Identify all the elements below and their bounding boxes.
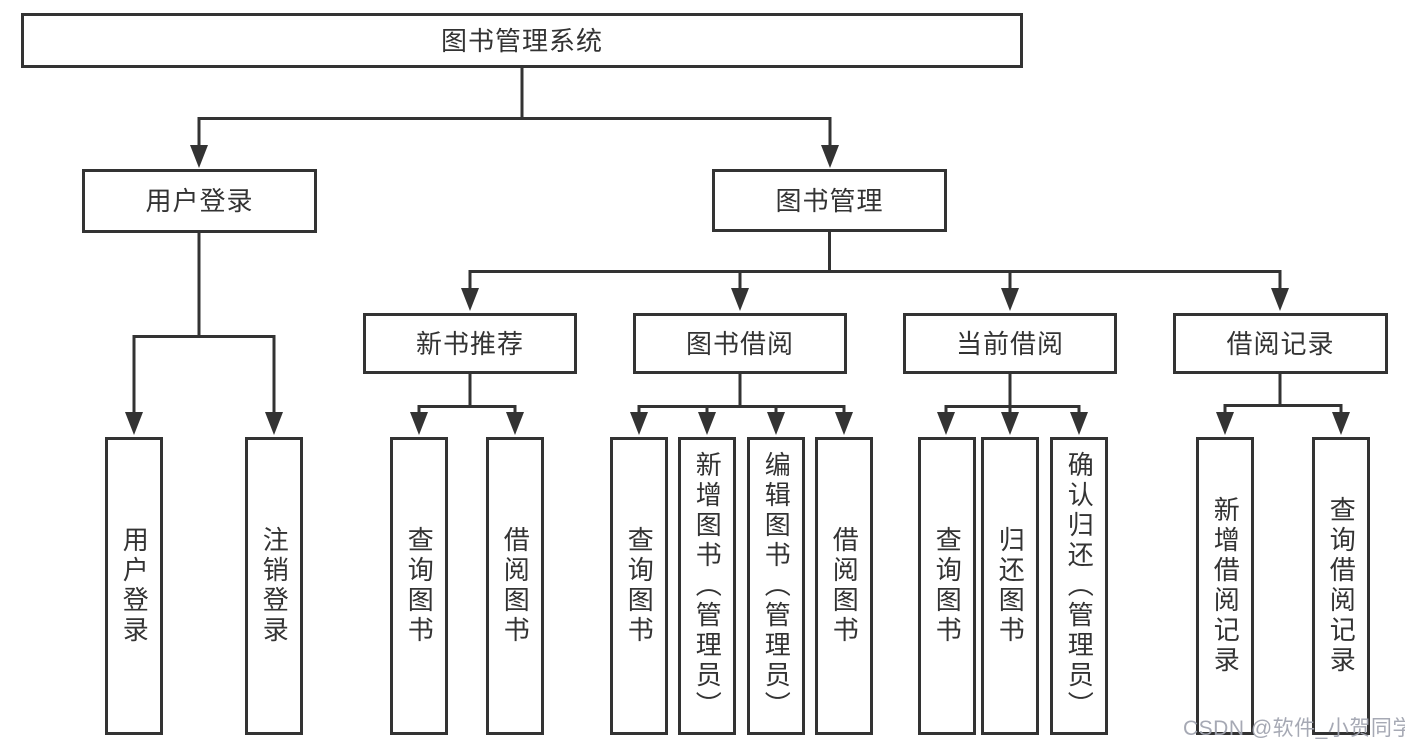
arrowhead <box>265 412 283 435</box>
leaf-borrow-book-recommend-label: 借阅图书 <box>500 526 531 646</box>
arrowhead <box>937 412 955 435</box>
leaf-add-borrow-record-label: 新增借阅记录 <box>1210 496 1241 676</box>
arrowhead <box>461 288 479 311</box>
arrowhead <box>835 412 853 435</box>
arrowhead <box>767 412 785 435</box>
leaf-user-login-label: 用户登录 <box>119 526 150 646</box>
arrowhead <box>630 412 648 435</box>
connector-book-mgmt-to-level3 <box>468 231 1282 292</box>
connector-borrow-records-to-leaves <box>1223 373 1343 415</box>
arrowhead <box>1070 412 1088 435</box>
node-user-login: 用户登录 <box>82 169 317 233</box>
arrowhead <box>506 412 524 435</box>
node-book-management: 图书管理 <box>712 169 947 232</box>
arrowhead <box>1332 412 1350 435</box>
leaf-confirm-return-admin-label: 确认归还（管理员） <box>1064 451 1095 721</box>
watermark: CSDN @软件_小贺同学 <box>1183 717 1405 740</box>
arrowhead <box>410 412 428 435</box>
node-root-label: 图书管理系统 <box>440 25 603 56</box>
leaf-borrow-book-recommend: 借阅图书 <box>486 437 544 735</box>
arrowhead <box>698 412 716 435</box>
arrowhead <box>1271 288 1289 311</box>
arrowhead <box>125 412 143 435</box>
leaf-edit-book-admin: 编辑图书（管理员） <box>747 437 805 735</box>
leaf-add-book-admin-label: 新增图书（管理员） <box>692 451 723 721</box>
leaf-add-book-admin: 新增图书（管理员） <box>678 437 736 735</box>
node-borrow-records: 借阅记录 <box>1173 313 1388 374</box>
leaf-query-borrow-record: 查询借阅记录 <box>1312 437 1370 735</box>
leaf-borrow-book: 借阅图书 <box>815 437 873 735</box>
node-book-borrow-label: 图书借阅 <box>685 328 794 359</box>
leaf-query-book-recommend: 查询图书 <box>390 437 448 735</box>
arrowhead <box>731 288 749 311</box>
leaf-query-book-recommend-label: 查询图书 <box>404 526 435 646</box>
leaf-query-borrow-record-label: 查询借阅记录 <box>1326 496 1357 676</box>
node-current-borrow-label: 当前借阅 <box>955 328 1064 359</box>
node-new-book-recommend-label: 新书推荐 <box>415 328 524 359</box>
leaf-confirm-return-admin: 确认归还（管理员） <box>1050 437 1108 735</box>
node-book-borrow: 图书借阅 <box>633 313 847 374</box>
leaf-edit-book-admin-label: 编辑图书（管理员） <box>761 451 792 721</box>
connector-user-login-to-leaves <box>132 232 276 415</box>
connector-book-borrow-to-leaves <box>637 373 846 415</box>
leaf-borrow-book-label: 借阅图书 <box>829 526 860 646</box>
connector-root-to-level2 <box>197 66 832 148</box>
arrowhead <box>1001 412 1019 435</box>
connector-current-borrow-to-leaves <box>944 373 1081 415</box>
leaf-logout: 注销登录 <box>245 437 303 735</box>
leaf-logout-label: 注销登录 <box>259 526 290 646</box>
leaf-query-book-current-label: 查询图书 <box>932 526 963 646</box>
node-root: 图书管理系统 <box>21 13 1023 68</box>
arrowhead <box>190 145 208 168</box>
leaf-query-book-borrow-label: 查询图书 <box>624 526 655 646</box>
leaf-add-borrow-record: 新增借阅记录 <box>1196 437 1254 735</box>
arrowhead <box>1216 412 1234 435</box>
arrowhead <box>821 145 839 168</box>
node-new-book-recommend: 新书推荐 <box>363 313 577 374</box>
leaf-return-book-label: 归还图书 <box>995 526 1026 646</box>
leaf-user-login: 用户登录 <box>105 437 163 735</box>
arrowhead <box>1001 288 1019 311</box>
node-book-management-label: 图书管理 <box>775 185 884 216</box>
connector-new-book-to-leaves <box>417 373 517 415</box>
leaf-query-book-borrow: 查询图书 <box>610 437 668 735</box>
leaf-query-book-current: 查询图书 <box>918 437 976 735</box>
node-current-borrow: 当前借阅 <box>903 313 1117 374</box>
leaf-return-book: 归还图书 <box>981 437 1039 735</box>
node-borrow-records-label: 借阅记录 <box>1226 328 1335 359</box>
node-user-login-label: 用户登录 <box>145 186 254 216</box>
